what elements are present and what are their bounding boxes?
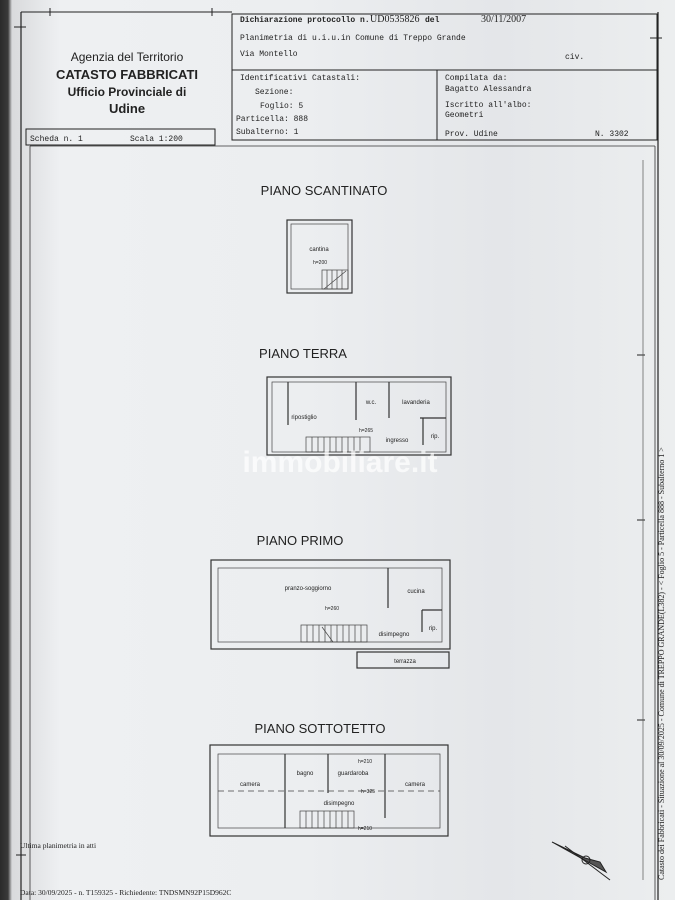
floor-plan-primo: PIANO PRIMO pranzo-soggiorno cucina disi… <box>210 533 451 669</box>
scala: Scala 1:200 <box>130 135 183 144</box>
floor-title: PIANO PRIMO <box>257 533 344 548</box>
room-height: h=210 <box>358 826 372 832</box>
catasto-title: CATASTO FABBRICATI <box>56 67 198 82</box>
civ-label: civ. <box>565 53 584 62</box>
room-height: h=260 <box>325 606 339 612</box>
stairs-icon <box>300 624 368 643</box>
protocol-box: Dichiarazione protocollo n. UD0535826 de… <box>231 13 658 141</box>
scheda-box: Scheda n. 1 Scala 1:200 <box>25 128 216 146</box>
stairs-icon <box>305 436 371 453</box>
room-height: h=200 <box>313 260 327 266</box>
document-frame <box>14 8 662 900</box>
room-height: h=325 <box>361 789 375 795</box>
floor-title: PIANO TERRA <box>259 346 347 361</box>
ufficio-label: Ufficio Provinciale di <box>68 85 187 99</box>
watermark: immobiliare.it <box>242 446 437 479</box>
agency-block: Agenzia del Territorio CATASTO FABBRICAT… <box>56 50 198 116</box>
protocol-label: Dichiarazione protocollo n. <box>240 16 370 25</box>
scheda: Scheda n. 1 <box>30 135 83 144</box>
room-label: ingresso <box>386 438 409 444</box>
floor-title: PIANO SCANTINATO <box>261 183 388 198</box>
room-label: cucina <box>407 589 425 595</box>
albo-value: Geometri <box>445 111 484 120</box>
compilata-label: Compilata da: <box>445 74 507 83</box>
floor-plan-terra: PIANO TERRA ripostiglio w.c. lavanderia … <box>259 346 452 456</box>
side-cadastre-note: Catasto dei Fabbricati - Situazione al 3… <box>657 447 666 880</box>
province: Prov. Udine <box>445 130 498 139</box>
protocol-number: UD0535826 <box>370 14 419 25</box>
sheet-number: N. 3302 <box>595 130 629 139</box>
room-label: disimpegno <box>324 801 355 807</box>
footer-request-info: Data: 30/09/2025 - n. T159325 - Richiede… <box>20 888 231 897</box>
room-label: disimpegno <box>379 632 410 638</box>
room-label: ripostiglio <box>291 415 317 421</box>
room-height: h=210 <box>358 759 372 765</box>
floor-title: PIANO SOTTOTETTO <box>255 721 386 736</box>
room-label: rip. <box>431 434 440 440</box>
north-arrow-icon <box>551 841 611 881</box>
planimetria-description: Planimetria di u.i.u.in Comune di Treppo… <box>240 34 466 43</box>
protocol-date-label: del <box>425 16 440 25</box>
room-label: rip. <box>429 626 438 632</box>
room-label: cantina <box>309 247 329 253</box>
ident-title: Identificativi Catastali: <box>240 74 360 83</box>
room-label: terrazza <box>394 659 416 665</box>
room-height: h=265 <box>359 428 373 434</box>
ufficio-city: Udine <box>109 101 145 116</box>
room-label: camera <box>240 782 261 788</box>
particella: Particella: 888 <box>236 115 308 124</box>
room-label: lavanderia <box>402 400 430 406</box>
stairs-icon <box>321 269 349 290</box>
stairs-icon <box>299 810 355 829</box>
room-label: guardaroba <box>338 771 369 777</box>
albo-label: Iscritto all'albo: <box>445 101 531 110</box>
compilata-name: Bagatto Alessandra <box>445 85 532 94</box>
sezione: Sezione: <box>255 88 293 97</box>
room-label: w.c. <box>365 400 377 406</box>
room-label: pranzo-soggiorno <box>285 586 332 592</box>
address: Via Montello <box>240 50 298 59</box>
foglio: Foglio: 5 <box>260 102 303 111</box>
agency-name: Agenzia del Territorio <box>71 50 184 64</box>
room-label: bagno <box>297 771 314 777</box>
floor-plan-sottotetto: PIANO SOTTOTETTO camera bagno guardaroba… <box>209 721 449 837</box>
subalterno: Subalterno: 1 <box>236 128 299 137</box>
footer-last-plan: Ultima planimetria in atti <box>20 841 96 850</box>
room-label: camera <box>405 782 426 788</box>
floor-plan-scantinato: PIANO SCANTINATO cantina h=200 <box>261 183 388 294</box>
protocol-date: 30/11/2007 <box>481 14 526 25</box>
